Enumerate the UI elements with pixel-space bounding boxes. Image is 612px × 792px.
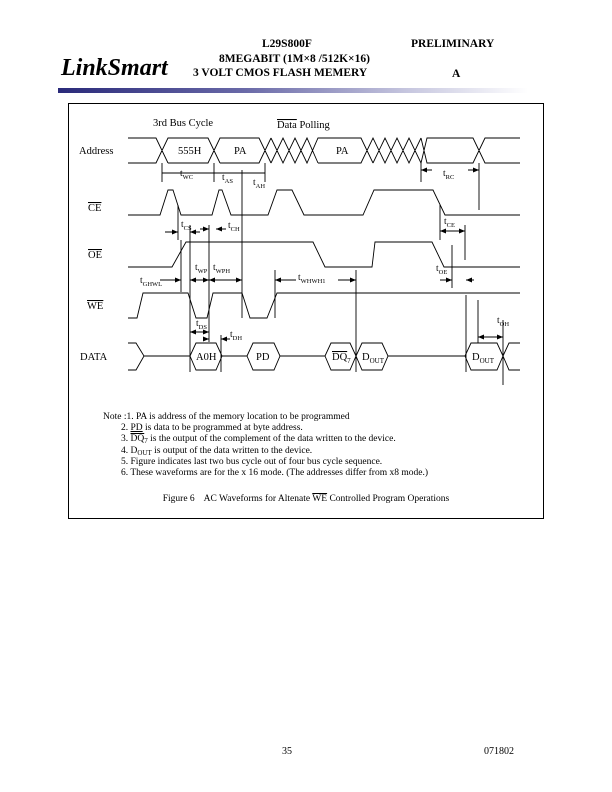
we-waveform — [128, 292, 520, 319]
timing-twc: tWC — [180, 169, 193, 181]
note-6: 6. These waveforms are for the x 16 mode… — [121, 468, 428, 479]
header-gradient-bar — [58, 88, 528, 93]
address-555h: 555H — [178, 146, 202, 157]
revision-label: A — [452, 68, 461, 80]
description-line1: 8MEGABIT (1M×8 /512K×16) — [219, 53, 370, 65]
timing-tghwl: tGHWL — [140, 276, 162, 288]
timing-twp: tWP — [195, 263, 208, 275]
status-label: PRELIMINARY — [411, 38, 495, 50]
note-2: 2. PD is data to be programmed at byte a… — [121, 423, 303, 434]
address-pa-1: PA — [234, 146, 247, 157]
oe-waveform — [128, 241, 520, 268]
figure-notes: Note :1. PA is address of the memory loc… — [103, 412, 428, 479]
timing-tah: tAH — [253, 178, 265, 190]
timing-tce: tCE — [444, 217, 455, 229]
timing-tas: tAS — [222, 173, 233, 185]
description-line2: 3 VOLT CMOS FLASH MEMERY — [193, 67, 368, 79]
data-dq7: DQ7 — [332, 352, 351, 365]
arrowheads — [172, 167, 503, 342]
part-number: L29S800F — [262, 38, 312, 50]
timing-twhwh1: tWHWH1 — [298, 273, 326, 285]
timing-tcs: tCS — [181, 220, 192, 232]
timing-toe: tOE — [436, 264, 447, 276]
figure-caption: Figure 6 AC Waveforms for Altenate WE Co… — [162, 494, 450, 504]
timing-twph: tWPH — [213, 263, 230, 275]
data-waveform — [128, 342, 520, 371]
note-3: 3. DQ7 is the output of the complement o… — [121, 434, 396, 446]
data-dout-1: DOUT — [362, 352, 385, 365]
figure-frame — [68, 103, 544, 519]
data-pd: PD — [256, 352, 270, 363]
signal-we: WE — [87, 301, 103, 312]
address-pa-2: PA — [336, 146, 349, 157]
document-code: 071802 — [484, 746, 514, 757]
timing-trc: tRC — [443, 169, 454, 181]
note-5: 5. Figure indicates last two bus cycle o… — [121, 456, 383, 467]
timing-reference-lines — [161, 163, 504, 385]
timing-tdh: tDH — [230, 330, 242, 342]
signal-oe: OE — [88, 250, 102, 261]
signal-ce: CE — [88, 203, 101, 214]
note-1: Note :1. PA is address of the memory loc… — [103, 412, 350, 422]
data-dout-2: DOUT — [472, 352, 495, 365]
company-logo: LinkSmart — [61, 55, 168, 81]
timing-toh: tOH — [497, 316, 509, 328]
data-a0h: A0H — [196, 352, 217, 363]
data-polling-label: Data Polling — [277, 120, 331, 131]
timing-tds: tDS — [196, 319, 207, 331]
signal-data: DATA — [80, 352, 108, 363]
signal-address: Address — [79, 146, 113, 157]
bus-cycle-label: 3rd Bus Cycle — [153, 118, 213, 129]
ce-waveform — [128, 189, 520, 216]
note-4: 4. DOUT is output of the data written to… — [121, 445, 313, 457]
timing-tch: tCH — [228, 221, 240, 233]
page-number: 35 — [282, 746, 292, 757]
